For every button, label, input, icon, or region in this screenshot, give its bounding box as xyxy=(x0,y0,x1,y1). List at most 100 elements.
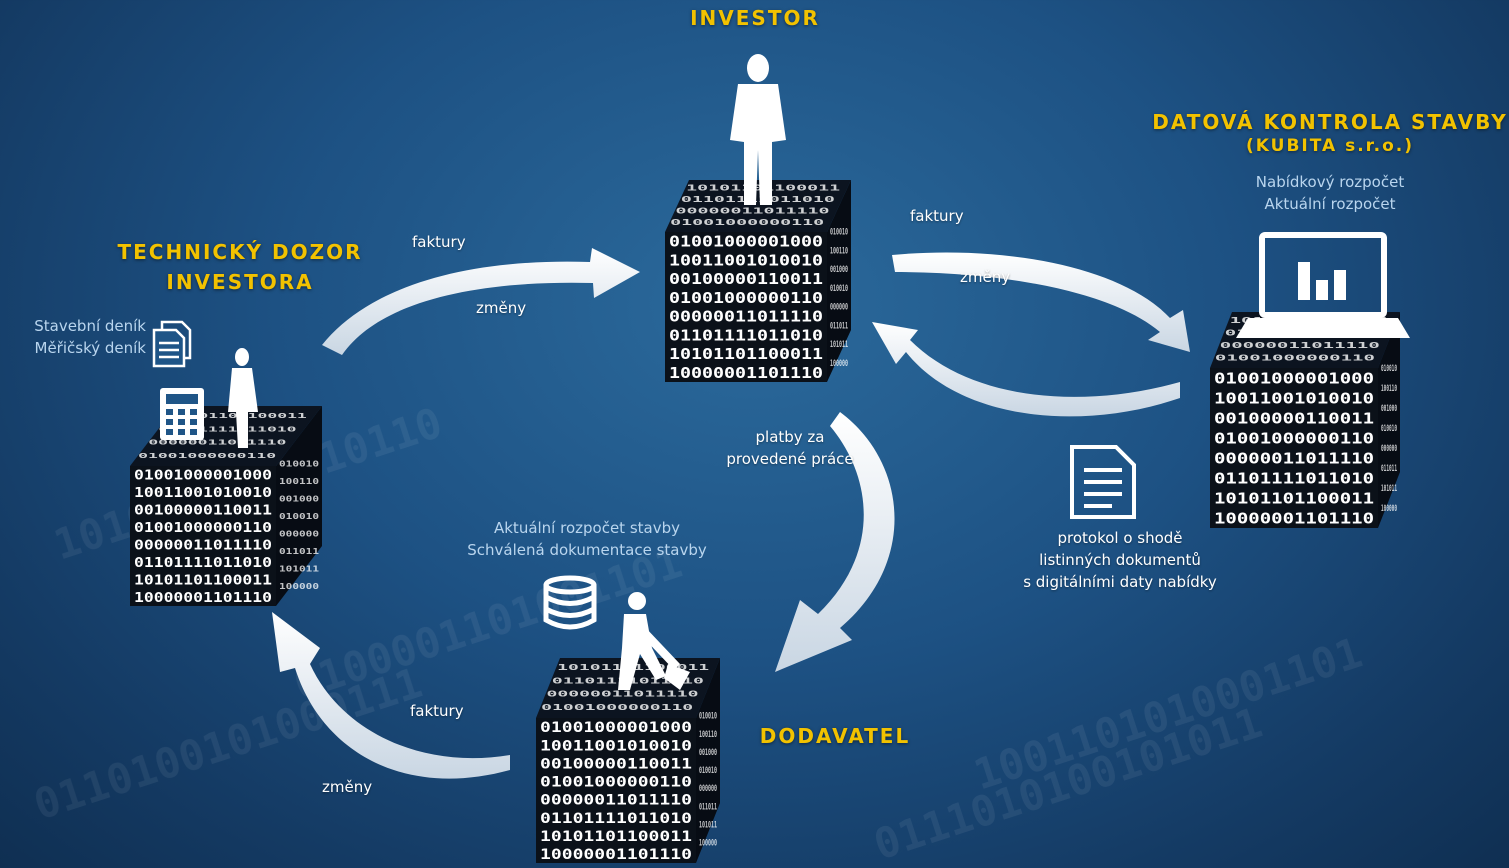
person-small-icon xyxy=(228,348,258,448)
svg-text:011011: 011011 xyxy=(1381,464,1397,474)
svg-text:00100000110011: 00100000110011 xyxy=(540,756,692,772)
svg-text:10000001101110: 10000001101110 xyxy=(134,591,272,606)
svg-text:010010: 010010 xyxy=(1381,424,1397,434)
dozor-note-1: Stavební deník xyxy=(34,317,146,335)
svg-text:001000: 001000 xyxy=(699,747,717,757)
svg-text:10011001010010: 10011001010010 xyxy=(134,486,272,501)
flow-label-zmeny-2: změny xyxy=(960,268,1011,286)
svg-text:10011001010010: 10011001010010 xyxy=(540,738,692,754)
cube-investor: 0100100000100010011001010010001000001100… xyxy=(665,180,851,382)
flow-label-platby-1: platby za xyxy=(755,428,825,446)
database-icon xyxy=(543,575,597,630)
svg-text:01001000000110: 01001000000110 xyxy=(1215,353,1375,363)
flow-label-platby-2: provedené práce xyxy=(726,450,854,468)
svg-text:01001000001000: 01001000001000 xyxy=(669,233,823,251)
svg-text:000000: 000000 xyxy=(1381,444,1397,454)
svg-text:101011: 101011 xyxy=(279,564,319,573)
svg-text:01001000000110: 01001000000110 xyxy=(669,289,823,307)
svg-text:100110: 100110 xyxy=(279,477,319,486)
kubita-note-1: Nabídkový rozpočet xyxy=(1255,173,1405,191)
svg-text:100110: 100110 xyxy=(699,729,717,739)
protocol-line-3: s digitálními daty nabídky xyxy=(1023,573,1217,591)
svg-text:00000011011110: 00000011011110 xyxy=(547,690,700,699)
svg-text:00000011011110: 00000011011110 xyxy=(676,206,830,216)
svg-text:001000: 001000 xyxy=(830,265,848,275)
svg-text:01001000001000: 01001000001000 xyxy=(540,720,692,736)
svg-text:010010: 010010 xyxy=(279,459,319,468)
svg-text:101011: 101011 xyxy=(830,340,848,350)
svg-text:01101111011010: 01101111011010 xyxy=(134,556,272,571)
svg-text:00000011011110: 00000011011110 xyxy=(540,793,692,809)
svg-text:100110: 100110 xyxy=(830,246,848,256)
svg-text:00000011011110: 00000011011110 xyxy=(1214,450,1374,468)
documents-icon xyxy=(152,320,192,368)
arrow-dozor-to-investor xyxy=(322,248,640,355)
svg-text:00100000110011: 00100000110011 xyxy=(134,504,272,519)
svg-text:000000: 000000 xyxy=(830,303,848,313)
arrow-kubita-to-investor xyxy=(872,322,1180,417)
svg-text:010010: 010010 xyxy=(1381,364,1397,374)
svg-text:01101111011010: 01101111011010 xyxy=(159,424,297,433)
svg-text:000000: 000000 xyxy=(699,783,717,793)
svg-text:00000011011110: 00000011011110 xyxy=(148,438,286,447)
kubita-note-2: Aktuální rozpočet xyxy=(1264,195,1396,213)
svg-text:010010: 010010 xyxy=(699,765,717,775)
svg-text:01101111011010: 01101111011010 xyxy=(669,326,823,344)
arrow-investor-to-dodavatel xyxy=(775,412,895,672)
svg-text:01001000001000: 01001000001000 xyxy=(1214,370,1374,388)
flow-label-faktury-2: faktury xyxy=(910,207,964,225)
svg-text:10000001101110: 10000001101110 xyxy=(669,364,823,382)
cube-dozor: 01001000001000 10011001010010 001000001100… xyxy=(130,406,322,606)
svg-text:00000011011110: 00000011011110 xyxy=(1220,340,1380,350)
dozor-title-2: INVESTORA xyxy=(166,270,314,294)
kubita-title: DATOVÁ KONTROLA STAVBY xyxy=(1152,110,1508,134)
svg-text:010010: 010010 xyxy=(279,512,319,521)
svg-text:00100000110011: 00100000110011 xyxy=(669,270,823,288)
svg-text:100000: 100000 xyxy=(1381,504,1397,514)
cube-kubita: 01001000001000 10011001010010 001000001100… xyxy=(1210,312,1400,528)
kubita-subtitle: (KUBITA s.r.o.) xyxy=(1246,136,1414,156)
svg-text:10101101100011: 10101101100011 xyxy=(540,829,692,845)
svg-text:100110: 100110 xyxy=(1381,384,1397,394)
svg-text:010010: 010010 xyxy=(699,711,717,721)
svg-text:10000001101110: 10000001101110 xyxy=(540,847,692,863)
svg-text:01001000000110: 01001000000110 xyxy=(670,217,824,227)
svg-text:011011: 011011 xyxy=(279,547,319,556)
arrow-investor-to-kubita xyxy=(892,252,1190,352)
svg-text:100000: 100000 xyxy=(699,838,717,848)
flow-label-zmeny-3: změny xyxy=(322,778,373,796)
flow-label-faktury-1: faktury xyxy=(412,233,466,251)
svg-text:01101111011010: 01101111011010 xyxy=(540,811,692,827)
svg-text:01001000000110: 01001000000110 xyxy=(134,521,272,536)
svg-text:100000: 100000 xyxy=(830,359,848,369)
dozor-note-2: Měřičský deník xyxy=(34,339,146,357)
flow-label-faktury-3: faktury xyxy=(410,702,464,720)
svg-text:00100000110011: 00100000110011 xyxy=(1214,410,1374,428)
svg-text:000000: 000000 xyxy=(279,529,319,538)
svg-text:10011001010010: 10011001010010 xyxy=(1214,390,1374,408)
svg-text:011011: 011011 xyxy=(699,801,717,811)
arrows xyxy=(272,248,1190,779)
dodavatel-note-2: Schválená dokumentace stavby xyxy=(467,541,707,559)
svg-text:101011: 101011 xyxy=(1381,484,1397,494)
svg-text:01001000000110: 01001000000110 xyxy=(138,451,276,460)
investor-title: INVESTOR xyxy=(690,6,820,30)
calculator-icon xyxy=(160,388,204,440)
svg-text:01101111011010: 01101111011010 xyxy=(681,194,835,204)
svg-text:10101101100011: 10101101100011 xyxy=(134,574,272,589)
svg-text:00000011011110: 00000011011110 xyxy=(669,308,823,326)
svg-text:010010: 010010 xyxy=(830,284,848,294)
svg-text:01001000000110: 01001000000110 xyxy=(540,775,692,791)
dodavatel-note-1: Aktuální rozpočet stavby xyxy=(493,519,680,537)
svg-text:100000: 100000 xyxy=(279,582,319,591)
dodavatel-title: DODAVATEL xyxy=(759,724,911,748)
document-icon xyxy=(1070,445,1136,519)
protocol-line-1: protokol o shodě xyxy=(1057,529,1183,547)
person-icon xyxy=(730,54,786,205)
svg-text:10011001010010: 10011001010010 xyxy=(669,251,823,269)
protocol-line-2: listinných dokumentů xyxy=(1039,551,1201,569)
svg-text:00000011011110: 00000011011110 xyxy=(134,539,272,554)
svg-text:01001000001000: 01001000001000 xyxy=(134,469,272,484)
svg-text:01001000000110: 01001000000110 xyxy=(541,703,694,712)
